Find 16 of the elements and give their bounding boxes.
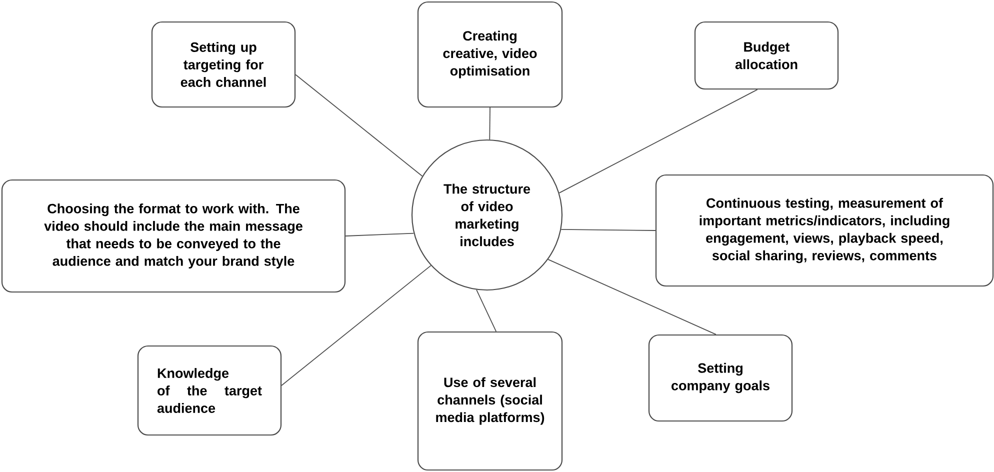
connector-line [489,107,490,140]
connector-line [558,89,758,194]
connector-line [560,228,656,231]
topic-box: Budget allocation [694,21,839,90]
connector-line [295,74,423,177]
topic-box: Choosing the format to work with. The video should include the main message that needs to be conveyed to the audience and match your brand style [1,179,346,293]
topic-box: Creating creative, video optimisation [417,1,563,108]
connector-line [345,232,414,236]
connector-line [281,265,432,386]
topic-box: Setting company goals [648,334,793,422]
connector-line [476,289,497,332]
topic-box: Knowledge of the target audience [137,345,282,436]
topic-box: Setting up targeting for each channel [151,21,296,108]
topic-box: Continuous testing, measurement of important metrics/indicators, including engagement, views, playback speed, social sharing, reviews, comments [655,174,994,287]
topic-box: Use of several channels (social media platforms) [417,331,563,471]
connector-line [548,258,716,335]
